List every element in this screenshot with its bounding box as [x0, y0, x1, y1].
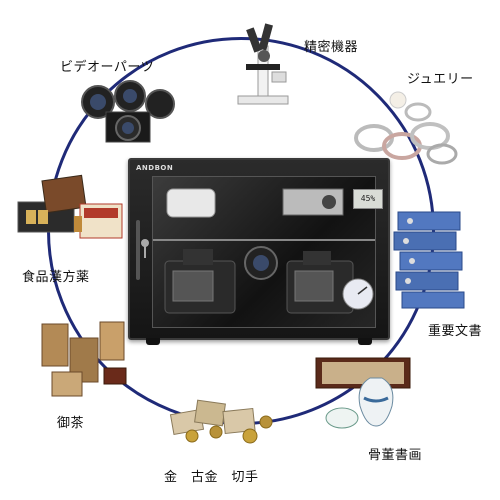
lens-icon [244, 246, 278, 280]
label-antique-art: 骨董書画 [368, 448, 423, 463]
cabinet-brand: ANDBON [136, 164, 174, 172]
cabinet-foot-right [358, 338, 372, 345]
hygrometer-display: 45% [353, 189, 383, 209]
cabinet-shelf [153, 239, 375, 241]
cabinet-window: 45% [152, 176, 383, 328]
food-box-icon [17, 174, 123, 239]
camera-lens-icon [81, 80, 175, 143]
label-important-documents: 重要文書 [428, 324, 483, 339]
lens-icon [166, 188, 216, 218]
cabinet-foot-left [146, 338, 160, 345]
label-precision-equipment: 精密機器 [304, 40, 359, 55]
vase-icon [315, 357, 411, 429]
key-icon [141, 239, 149, 258]
label-tea: 御茶 [57, 416, 85, 431]
camera-icon [286, 251, 354, 314]
binder-icon [393, 211, 465, 309]
gauge-icon [342, 278, 374, 310]
tea-box-icon [41, 321, 127, 397]
jewelry-rings-icon [354, 91, 458, 165]
dry-cabinet: ANDBON 45% [128, 158, 390, 345]
microscope-icon [237, 23, 289, 105]
cabinet-handle [136, 220, 140, 280]
label-gold-stamps: 金 古金 切手 [164, 470, 259, 485]
label-video-parts: ビデオーパーツ [60, 60, 155, 75]
coins-icon [169, 399, 273, 444]
device-icon [282, 188, 344, 216]
label-jewelry: ジュエリー [407, 72, 474, 87]
camera-icon [164, 249, 236, 314]
label-food-herbal: 食品漢方薬 [22, 270, 90, 285]
